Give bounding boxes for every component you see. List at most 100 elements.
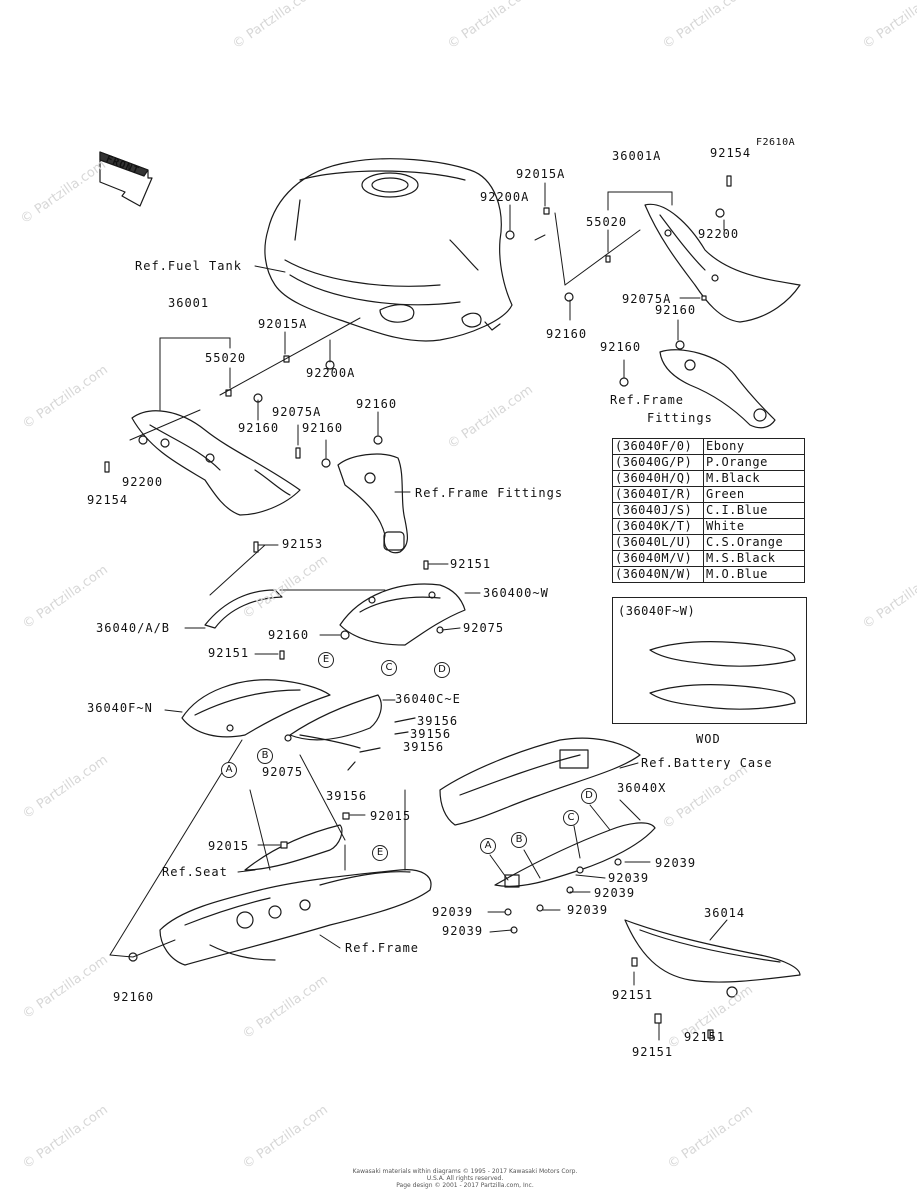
callout-d: D: [434, 662, 450, 678]
color-name-cell: M.Black: [703, 470, 805, 487]
callout-c: C: [381, 660, 397, 676]
color-code-cell: (36040N/W): [612, 566, 704, 583]
part-55020-right-label: 55020: [586, 215, 628, 229]
copyright-footer: Kawasaki materials within diagrams © 199…: [350, 1168, 580, 1189]
part-92151-label: 92151: [612, 988, 654, 1002]
color-variant-table: (36040F/0)Ebony(36040G/P)P.Orange(36040H…: [612, 438, 805, 583]
footer-line-2: Page design © 2001 - 2017 Partzilla.com,…: [396, 1182, 534, 1189]
color-table-row: (36040H/Q)M.Black: [612, 470, 805, 487]
color-name-cell: Green: [703, 486, 805, 503]
callout-a: A: [221, 762, 237, 778]
part-92154-right-label: 92154: [710, 146, 752, 160]
part-92160-left-label: 92160: [356, 397, 398, 411]
callout-d: D: [581, 788, 597, 804]
part-92039-label: 92039: [432, 905, 474, 919]
right-side-cover-drawing: [644, 203, 801, 323]
ref-fuel-tank-label: Ref.Fuel Tank: [135, 259, 242, 273]
callout-e: E: [372, 845, 388, 861]
part-36040X-label: 36040X: [617, 781, 667, 795]
ref-battery-case-label: Ref.Battery Case: [641, 756, 773, 770]
ref-seat-label: Ref.Seat: [162, 865, 228, 879]
wod-caption: WOD: [696, 732, 721, 746]
part-92154-left-label: 92154: [87, 493, 129, 507]
fuel-tank-drawing: [264, 158, 513, 342]
frame-drawing: [159, 869, 432, 966]
part-360400W-label: 360400~W: [483, 586, 549, 600]
part-92151-label: 92151: [208, 646, 250, 660]
footer-line-1: Kawasaki materials within diagrams © 199…: [352, 1168, 578, 1182]
color-table-row: (36040M/V)M.S.Black: [612, 550, 805, 567]
battery-case-drawing: [439, 737, 641, 826]
part-92075-label: 92075: [262, 765, 304, 779]
color-name-cell: White: [703, 518, 805, 535]
ref-frame-label: Ref.Frame: [345, 941, 420, 955]
part-92153-label: 92153: [282, 537, 324, 551]
color-name-cell: C.S.Orange: [703, 534, 805, 551]
part-36040AB-label: 36040/A/B: [96, 621, 171, 635]
color-name-cell: C.I.Blue: [703, 502, 805, 519]
chain-guard-drawing: [624, 919, 801, 998]
part-36040FN-label: 36040F~N: [87, 701, 153, 715]
part-92039-label: 92039: [608, 871, 650, 885]
front-arrow-icon: [99, 151, 153, 207]
side-cowl-drawing: [181, 679, 331, 738]
color-code-cell: (36040K/T): [612, 518, 704, 535]
left-side-cover-drawing: [131, 410, 301, 516]
color-code-cell: (36040I/R): [612, 486, 704, 503]
color-table-row: (36040L/U)C.S.Orange: [612, 534, 805, 551]
color-code-cell: (36040F/0): [612, 438, 704, 455]
color-code-cell: (36040G/P): [612, 454, 704, 471]
wod-box: (36040F~W): [612, 597, 807, 724]
part-92160-bottom-label: 92160: [113, 990, 155, 1004]
part-92200-left-label: 92200: [122, 475, 164, 489]
part-39156-label: 39156: [403, 740, 445, 754]
part-36014-label: 36014: [704, 906, 746, 920]
leader-lines: [109, 182, 728, 1041]
part-92160-mid-label: 92160: [268, 628, 310, 642]
part-92039-label: 92039: [442, 924, 484, 938]
grab-rail-drawing: [204, 589, 283, 629]
part-92151-label: 92151: [450, 557, 492, 571]
part-92039-label: 92039: [567, 903, 609, 917]
color-table-row: (36040G/P)P.Orange: [612, 454, 805, 471]
part-92015A-center-label: 92015A: [516, 167, 566, 181]
color-table-row: (36040K/T)White: [612, 518, 805, 535]
part-36001-label: 36001: [168, 296, 210, 310]
ref-frame-fittings-right-label: Fittings: [647, 411, 713, 425]
cowl-inner-drawing: [289, 694, 382, 749]
part-92015-label: 92015: [370, 809, 412, 823]
wod-cowl-drawings: [649, 641, 796, 710]
color-name-cell: M.S.Black: [703, 550, 805, 567]
callout-a: A: [480, 838, 496, 854]
part-36040CE-label: 36040C~E: [395, 692, 461, 706]
callout-b: B: [511, 832, 527, 848]
seat-drawing: [244, 824, 343, 871]
right-frame-fitting-drawing: [659, 349, 776, 429]
part-92015-label: 92015: [208, 839, 250, 853]
strip-parts-drawing: [347, 717, 416, 771]
color-table-row: (36040J/S)C.I.Blue: [612, 502, 805, 519]
part-92075A-right-label: 92075A: [622, 292, 672, 306]
part-39156-label: 39156: [410, 727, 452, 741]
color-code-cell: (36040H/Q): [612, 470, 704, 487]
color-name-cell: M.O.Blue: [703, 566, 805, 583]
color-table-row: (36040N/W)M.O.Blue: [612, 566, 805, 583]
color-table-row: (36040I/R)Green: [612, 486, 805, 503]
part-92200-right-label: 92200: [698, 227, 740, 241]
color-code-cell: (36040L/U): [612, 534, 704, 551]
part-39156-label: 39156: [417, 714, 459, 728]
part-92200A-left-label: 92200A: [306, 366, 356, 380]
callout-b: B: [257, 748, 273, 764]
part-36001A-label: 36001A: [612, 149, 662, 163]
wod-box-title: (36040F~W): [618, 604, 696, 618]
callout-e: E: [318, 652, 334, 668]
part-92039-label: 92039: [594, 886, 636, 900]
ref-frame-fittings-left-label: Ref.Frame Fittings: [415, 486, 564, 500]
part-55020-left-label: 55020: [205, 351, 247, 365]
seat-cowl-drawing: [339, 583, 466, 646]
part-92151-label: 92151: [684, 1030, 726, 1044]
part-92160-left-label: 92160: [238, 421, 280, 435]
color-code-cell: (36040J/S): [612, 502, 704, 519]
